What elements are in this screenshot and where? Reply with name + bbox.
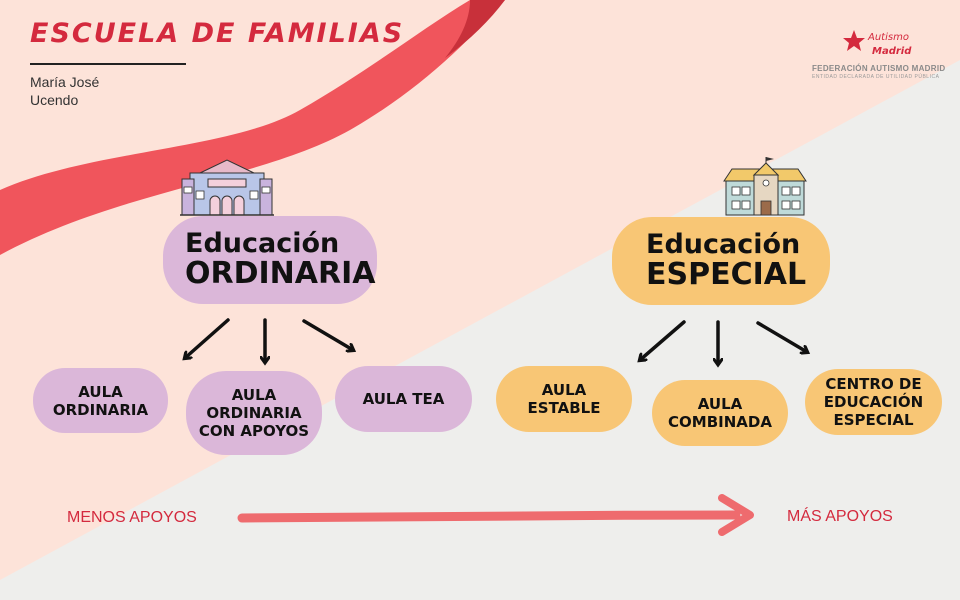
aula-ordinaria-line-2: ORDINARIA	[52, 400, 149, 419]
aula-apoyos-line-1: AULA	[231, 386, 277, 404]
aula-tea-node: AULA TEA	[335, 366, 472, 432]
arrow-especial-to-aula-estable	[640, 320, 686, 360]
aula-tea-label: AULA TEA	[362, 390, 445, 408]
aula-combinada-line-1: AULA	[697, 395, 743, 413]
aula-ordinaria-line-1: AULA	[78, 382, 123, 401]
centro-line-2: EDUCACIÓN	[823, 393, 924, 411]
school-building-teal-icon	[723, 157, 807, 216]
educacion-especial-node: Educación ESPECIAL	[612, 217, 830, 305]
logo-org-subtitle: ENTIDAD DECLARADA DE UTILIDAD PÚBLICA	[812, 74, 940, 80]
arrow-ordinaria-to-aula-ordinaria	[185, 318, 230, 358]
support-scale-arrow	[237, 494, 754, 536]
logo-org-name: FEDERACIÓN AUTISMO MADRID	[812, 64, 946, 73]
centro-educacion-especial-node: CENTRO DE EDUCACIÓN ESPECIAL	[805, 369, 942, 435]
aula-ordinaria-node: AULA ORDINARIA	[33, 368, 168, 433]
mas-apoyos-label: MÁS APOYOS	[787, 508, 893, 525]
autismo-madrid-logo-icon: Autismo Madrid	[843, 30, 912, 57]
menos-apoyos-label: MENOS APOYOS	[67, 509, 197, 526]
educacion-ordinaria-node: Educación ORDINARIA	[163, 216, 377, 304]
page-title: ESCUELA DE FAMILIAS	[30, 18, 405, 49]
author-line-1: María José	[30, 74, 100, 90]
aula-estable-line-1: AULA	[541, 381, 587, 399]
logo-brand-line-2: Madrid	[872, 46, 912, 57]
logo-star	[843, 30, 865, 51]
ordinaria-title-line-1: Educación	[185, 228, 340, 260]
logo-brand-line-1: Autismo	[867, 32, 909, 43]
red-ribbon	[0, 0, 505, 255]
arrow-especial-to-centro	[756, 321, 807, 352]
especial-title-line-2: ESPECIAL	[646, 257, 807, 293]
ordinaria-title-line-2: ORDINARIA	[185, 256, 376, 292]
red-ribbon-shadow	[445, 0, 505, 58]
centro-line-3: ESPECIAL	[833, 411, 914, 429]
aula-combinada-line-2: COMBINADA	[668, 413, 772, 431]
title-underline	[30, 63, 186, 65]
especial-title-line-1: Educación	[646, 229, 801, 261]
centro-line-1: CENTRO DE	[825, 375, 922, 393]
aula-ordinaria-con-apoyos-node: AULA ORDINARIA CON APOYOS	[186, 371, 322, 455]
author-name: María José Ucendo	[30, 73, 140, 109]
aula-apoyos-line-3: CON APOYOS	[198, 422, 310, 440]
arrow-ordinaria-to-aula-tea	[302, 319, 353, 350]
author-line-2: Ucendo	[30, 92, 79, 108]
aula-combinada-node: AULA COMBINADA	[652, 380, 788, 446]
aula-estable-node: AULA ESTABLE	[496, 366, 632, 432]
aula-apoyos-line-2: ORDINARIA	[206, 404, 302, 422]
school-building-purple-icon	[180, 159, 274, 216]
aula-estable-line-2: ESTABLE	[527, 399, 601, 417]
